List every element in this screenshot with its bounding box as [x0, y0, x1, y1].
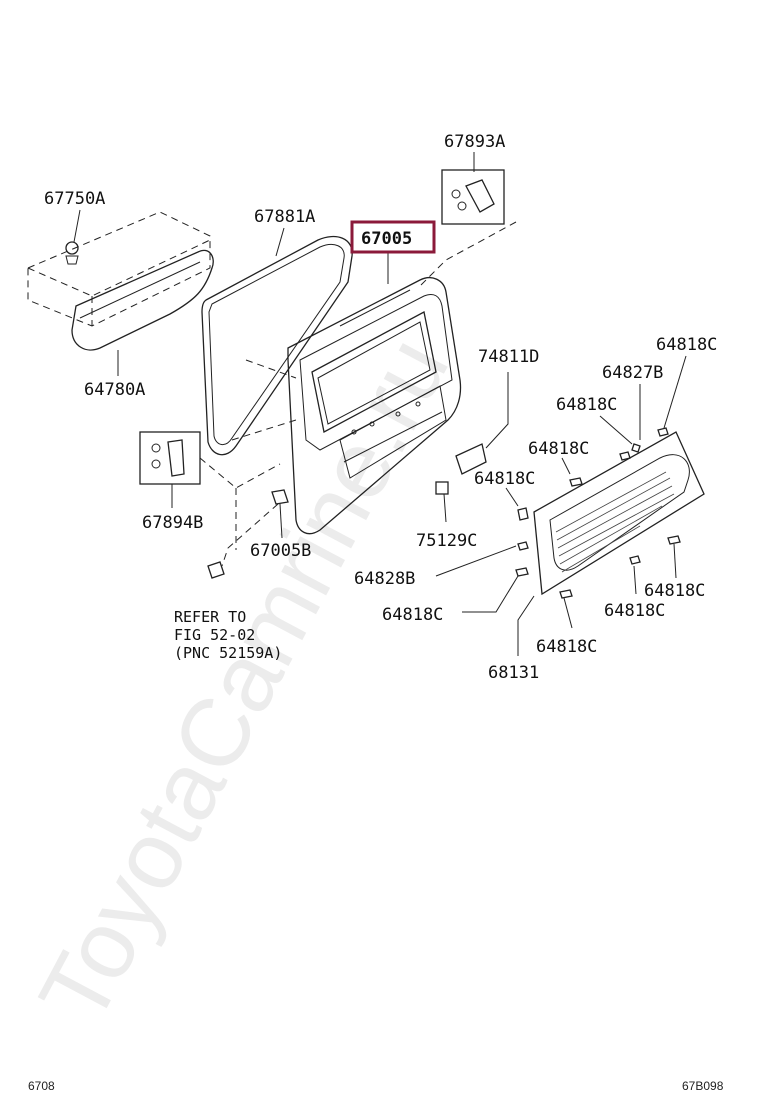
callout-64818C-c[interactable]: 64818C: [528, 439, 589, 459]
bumper-74811D: [455, 443, 487, 475]
back-door-panel-67005: [287, 277, 462, 535]
callout-64827B[interactable]: 64827B: [602, 363, 663, 383]
footer-left: 6708: [28, 1079, 55, 1093]
reference-note-line2: FIG 52-02: [174, 626, 255, 644]
leader-lines: [73, 152, 687, 656]
back-window-glass-68131: [533, 431, 705, 596]
clip-67750A: [65, 241, 79, 265]
callout-64818C-a[interactable]: 64818C: [656, 335, 717, 355]
clip-67005B: [271, 489, 289, 505]
callout-67750A[interactable]: 67750A: [44, 189, 105, 209]
callout-64818C-f[interactable]: 64818C: [644, 581, 705, 601]
hinge-67893A: [441, 169, 505, 225]
refer-clip: [207, 561, 225, 579]
cushion-75129C: [435, 481, 449, 495]
hinge-67894B: [139, 431, 201, 485]
callout-67005B[interactable]: 67005B: [250, 541, 311, 561]
callout-64818C-g[interactable]: 64818C: [604, 601, 665, 621]
callout-67894B[interactable]: 67894B: [142, 513, 203, 533]
callout-68131[interactable]: 68131: [488, 663, 539, 683]
assembly-lines: [199, 221, 517, 567]
callout-64828B[interactable]: 64828B: [354, 569, 415, 589]
watermark: ToyotaCamrine.ru: [19, 321, 469, 1040]
footer-right: 67B098: [682, 1079, 724, 1093]
reference-note-line1: REFER TO: [174, 608, 246, 626]
callout-74811D[interactable]: 74811D: [478, 347, 539, 367]
callout-67005[interactable]: 67005: [361, 229, 412, 249]
callout-64818C-e[interactable]: 64818C: [382, 605, 443, 625]
reference-note-line3: (PNC 52159A): [174, 644, 282, 662]
callout-75129C[interactable]: 75129C: [416, 531, 477, 551]
glass-clips: [515, 427, 681, 599]
weatherstrip-67881A: [201, 235, 353, 456]
callout-64818C-b[interactable]: 64818C: [556, 395, 617, 415]
callout-64780A[interactable]: 64780A: [84, 380, 145, 400]
highlight-67005: [350, 220, 436, 254]
callout-67881A[interactable]: 67881A: [254, 207, 315, 227]
callout-64818C-h[interactable]: 64818C: [536, 637, 597, 657]
callout-67893A[interactable]: 67893A: [444, 132, 505, 152]
spoiler-64780A: [27, 211, 214, 351]
callout-64818C-d[interactable]: 64818C: [474, 469, 535, 489]
